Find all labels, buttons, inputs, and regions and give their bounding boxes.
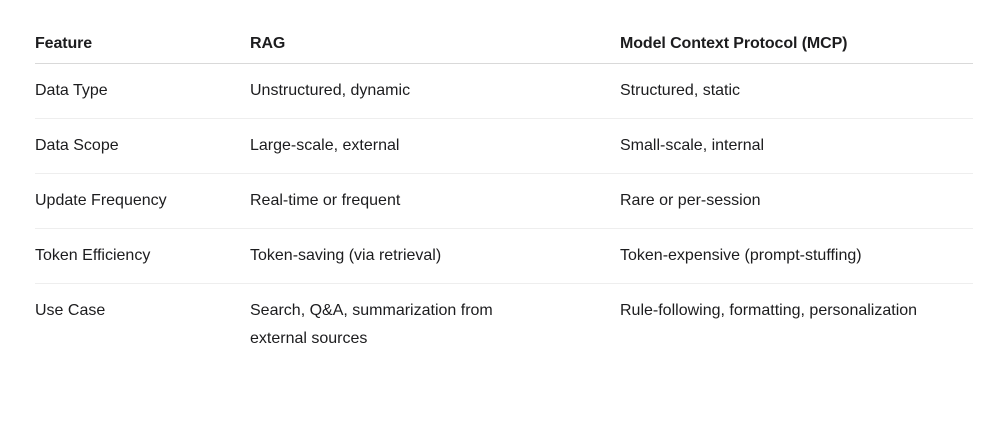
- column-header-mcp: Model Context Protocol (MCP): [620, 35, 848, 52]
- cell-rag-text: Unstructured, dynamic: [250, 82, 411, 99]
- table-row: Data Scope Large-scale, external Small-s…: [35, 119, 973, 174]
- cell-rag-text: Token-saving (via retrieval): [250, 247, 442, 264]
- cell-rag-text: Real-time or frequent: [250, 192, 401, 209]
- cell-feature: Use Case: [35, 302, 106, 319]
- cell-feature: Token Efficiency: [35, 247, 151, 264]
- cell-rag: Unstructured, dynamic: [250, 77, 620, 105]
- cell-mcp: Token-expensive (prompt-stuffing): [620, 247, 862, 264]
- cell-rag-text: Large-scale, external: [250, 137, 400, 154]
- cell-mcp: Rare or per-session: [620, 192, 761, 209]
- column-header-rag: RAG: [250, 35, 286, 52]
- cell-feature: Data Type: [35, 82, 108, 99]
- cell-rag: Large-scale, external: [250, 132, 620, 160]
- cell-rag-text: Search, Q&A, summarization from external…: [250, 302, 493, 347]
- comparison-table: Feature RAG Model Context Protocol (MCP)…: [35, 30, 973, 366]
- column-header-feature: Feature: [35, 35, 93, 52]
- table-body: Data Type Unstructured, dynamic Structur…: [35, 64, 973, 366]
- table-row: Data Type Unstructured, dynamic Structur…: [35, 64, 973, 119]
- cell-feature: Data Scope: [35, 137, 119, 154]
- table-row: Update Frequency Real-time or frequent R…: [35, 174, 973, 229]
- table-header-row: Feature RAG Model Context Protocol (MCP): [35, 30, 973, 64]
- cell-mcp: Small-scale, internal: [620, 137, 765, 154]
- table-row: Use Case Search, Q&A, summarization from…: [35, 284, 973, 366]
- cell-feature: Update Frequency: [35, 192, 167, 209]
- cell-rag: Real-time or frequent: [250, 187, 620, 215]
- cell-mcp: Rule-following, formatting, personalizat…: [620, 302, 918, 319]
- cell-mcp: Structured, static: [620, 82, 741, 99]
- table-row: Token Efficiency Token-saving (via retri…: [35, 229, 973, 284]
- cell-rag: Search, Q&A, summarization from external…: [250, 297, 620, 353]
- cell-rag: Token-saving (via retrieval): [250, 242, 620, 270]
